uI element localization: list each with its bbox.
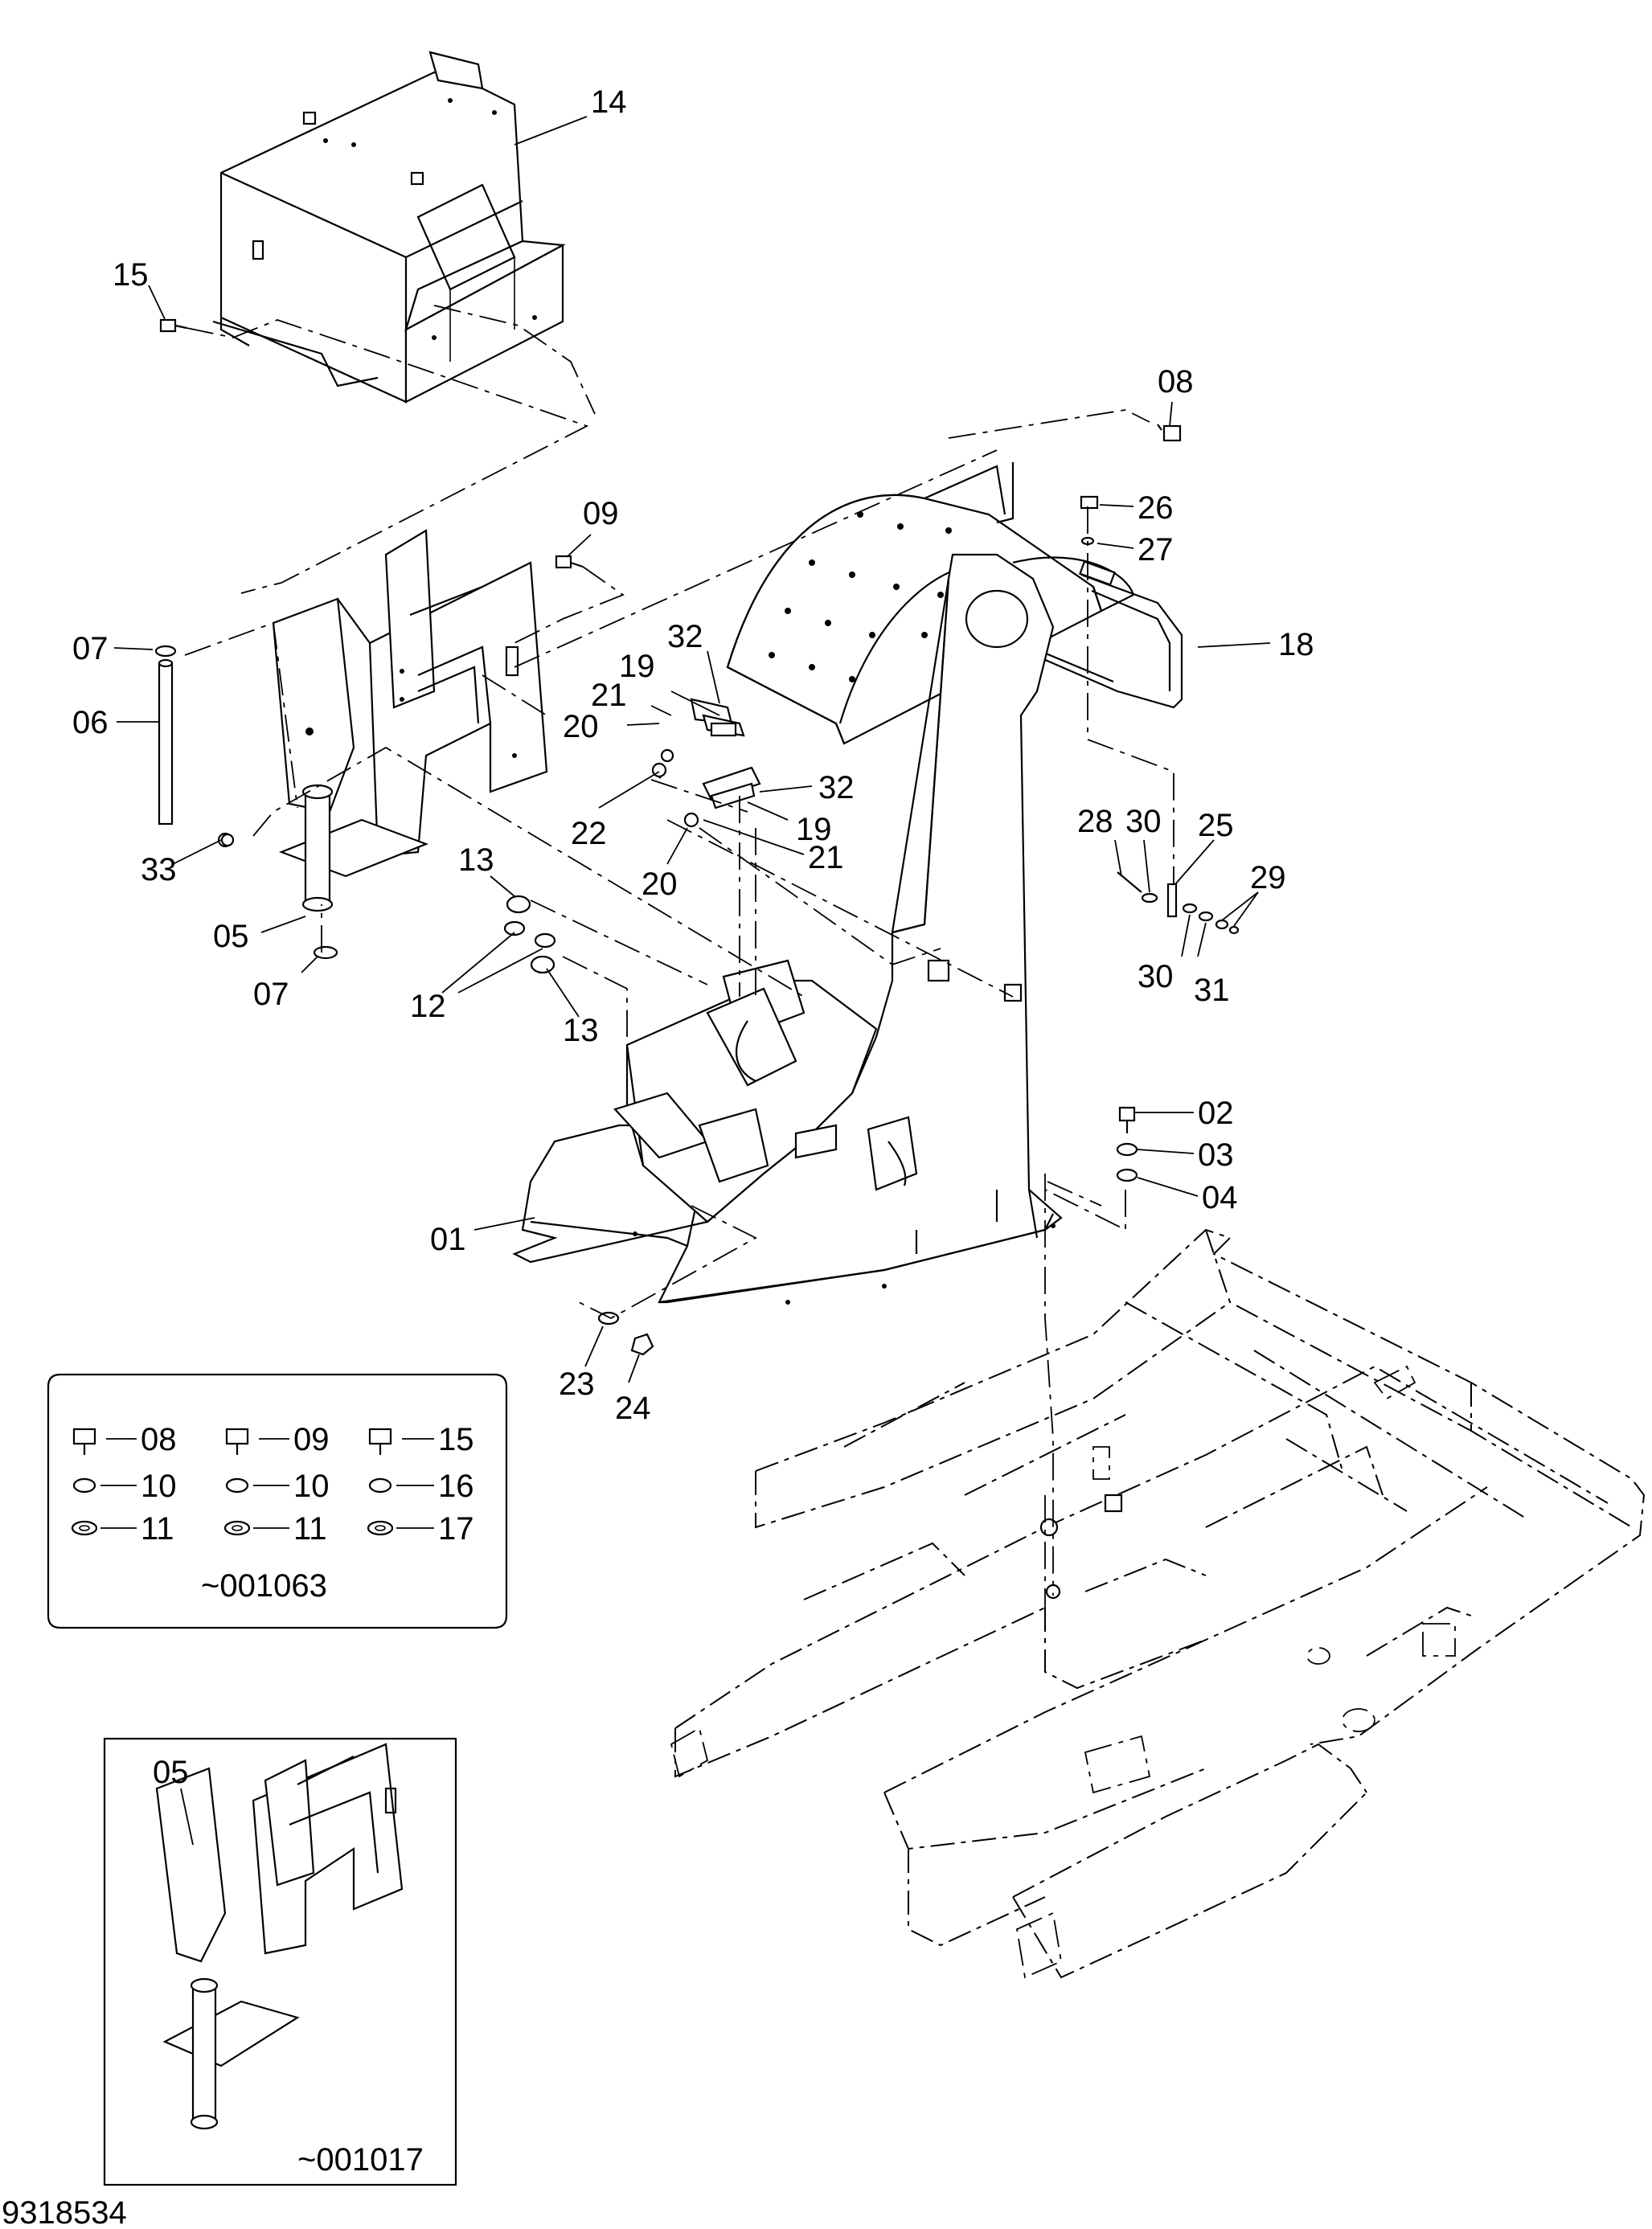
callout-07-top: 07	[72, 631, 109, 666]
callout-27: 27	[1138, 532, 1174, 567]
leader-lines	[113, 116, 1271, 1383]
legend-r3c1: 11	[141, 1511, 174, 1547]
legend-r1c2: 09	[293, 1422, 330, 1457]
legend-r2c3: 16	[438, 1469, 474, 1504]
flat-washer-icon	[367, 1520, 394, 1536]
legend-r3c2: 11	[293, 1511, 327, 1547]
part-18-fender	[726, 462, 1183, 745]
callout-13-top: 13	[458, 842, 494, 878]
spring-washer-icon	[368, 1477, 392, 1494]
callout-23: 23	[559, 1366, 595, 1402]
callout-04: 04	[1202, 1180, 1238, 1215]
callout-19-top: 19	[619, 649, 655, 684]
drawing-number: 9318534	[2, 2195, 127, 2229]
legend-box: 08 09 15 10 10 16 11 11 17 ~001063	[47, 1373, 508, 1629]
callout-29: 29	[1250, 860, 1286, 895]
bolt-icon	[225, 1428, 249, 1455]
bolt-icon	[368, 1428, 392, 1455]
callout-07-bottom: 07	[253, 977, 289, 1012]
construction-lines	[184, 305, 1174, 1608]
part-05-bracket	[272, 529, 548, 912]
callout-24: 24	[615, 1391, 651, 1426]
callout-20-mid: 20	[642, 867, 678, 902]
callout-labels: 14 15 08 09 26 27 18 07 06 32 19 21 20 2…	[72, 84, 1314, 1426]
callout-14: 14	[591, 84, 627, 120]
spring-washer-icon	[72, 1477, 96, 1494]
flat-washer-icon	[71, 1520, 98, 1536]
legend-r2c1: 10	[141, 1469, 177, 1504]
callout-21-mid: 21	[808, 840, 844, 875]
callout-20-top: 20	[563, 709, 599, 744]
callout-21-top: 21	[591, 678, 627, 713]
undercarriage-frame	[670, 1228, 1646, 1979]
callout-31: 31	[1194, 973, 1230, 1008]
callout-25: 25	[1198, 808, 1234, 843]
callout-26: 26	[1138, 490, 1174, 526]
legend-r2c2: 10	[293, 1469, 330, 1504]
callout-01: 01	[430, 1222, 466, 1257]
part-01-frame	[512, 553, 1063, 1305]
callout-13-bottom: 13	[563, 1013, 599, 1048]
legend-serial-range: ~001063	[201, 1568, 327, 1604]
callout-33: 33	[141, 852, 177, 887]
callout-09: 09	[583, 496, 619, 531]
callout-22: 22	[571, 816, 607, 851]
legend-r3c3: 17	[438, 1511, 474, 1547]
inset-serial-range: ~001017	[297, 2142, 424, 2178]
legend-r1c1: 08	[141, 1422, 177, 1457]
fasteners	[159, 318, 1240, 1356]
callout-32-mid: 32	[818, 770, 855, 805]
bolt-icon	[72, 1428, 96, 1455]
callout-06: 06	[72, 705, 109, 740]
callout-32-top: 32	[667, 619, 703, 654]
spring-washer-icon	[225, 1477, 249, 1494]
callout-03: 03	[1198, 1137, 1234, 1173]
callout-30-bottom: 30	[1138, 959, 1174, 994]
callout-02: 02	[1198, 1096, 1234, 1131]
part-14-cover	[212, 51, 566, 404]
inset-part-label: 05	[153, 1755, 189, 1790]
callout-19-mid: 19	[796, 812, 832, 847]
callout-12: 12	[410, 989, 446, 1024]
flat-washer-icon	[223, 1520, 251, 1536]
inset-box: 05 ~001017	[103, 1737, 457, 2186]
legend-r1c3: 15	[438, 1422, 474, 1457]
callout-05: 05	[213, 919, 249, 954]
callout-30-top: 30	[1125, 804, 1162, 839]
part-19-hinges	[651, 698, 761, 828]
callout-15: 15	[113, 257, 149, 293]
callout-08: 08	[1158, 364, 1194, 399]
callout-28: 28	[1077, 804, 1113, 839]
callout-18: 18	[1278, 627, 1314, 662]
